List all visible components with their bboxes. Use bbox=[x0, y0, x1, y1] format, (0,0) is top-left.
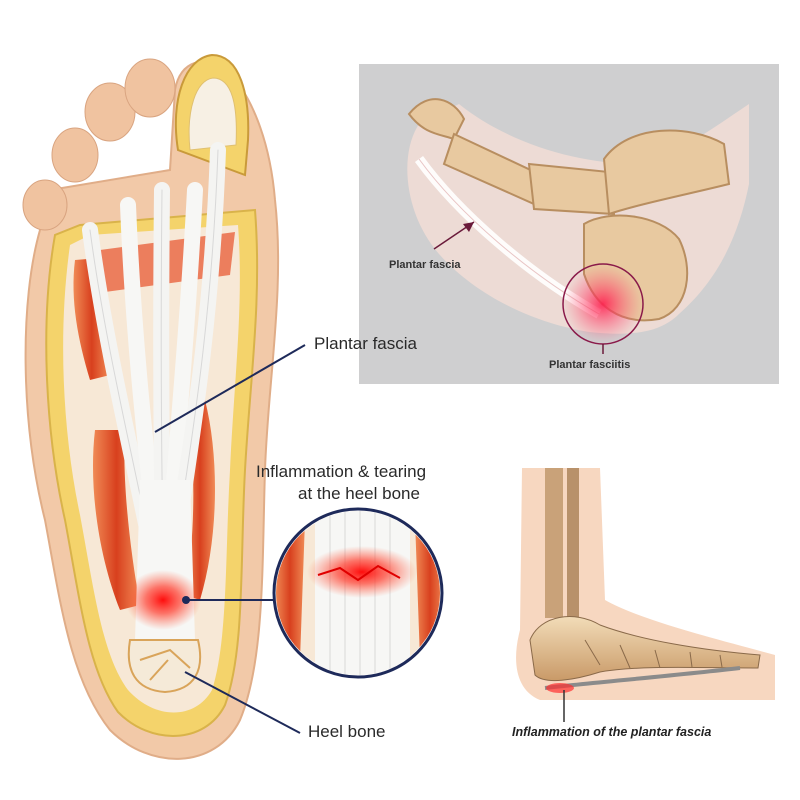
toe-4 bbox=[51, 127, 99, 183]
pointer-heel-bone bbox=[184, 671, 301, 734]
label-inflammation-line2: at the heel bone bbox=[298, 484, 420, 503]
zoom-circle bbox=[272, 507, 444, 679]
label-heel-bone: Heel bone bbox=[308, 722, 386, 741]
label-plantar-fascia: Plantar fascia bbox=[314, 334, 417, 353]
toe-2 bbox=[124, 58, 176, 118]
muscle-lateral bbox=[92, 430, 140, 610]
label-inflammation-line1: Inflammation & tearing bbox=[256, 462, 427, 481]
fasciitis-circle bbox=[562, 263, 644, 345]
label-top-plantar-fascia: Plantar fascia bbox=[389, 259, 461, 271]
pointer-dot bbox=[182, 596, 190, 604]
toe-3 bbox=[84, 82, 136, 142]
side-foot-illustration bbox=[516, 468, 775, 722]
inflammation-spot bbox=[125, 570, 201, 630]
toe-5 bbox=[22, 179, 68, 231]
caption-inflammation: Inflammation of the plantar fascia bbox=[512, 725, 712, 739]
lateral-foot-illustration bbox=[407, 98, 749, 354]
pointer-lines bbox=[154, 344, 306, 734]
label-plantar-fasciitis: Plantar fasciitis bbox=[549, 359, 631, 371]
heel-bone-shape bbox=[127, 639, 202, 694]
sole-illustration bbox=[22, 53, 280, 760]
muscle-forefoot bbox=[73, 258, 110, 380]
pointer-plantar-fascia bbox=[154, 344, 306, 433]
lateral-foot-panel bbox=[359, 64, 779, 384]
